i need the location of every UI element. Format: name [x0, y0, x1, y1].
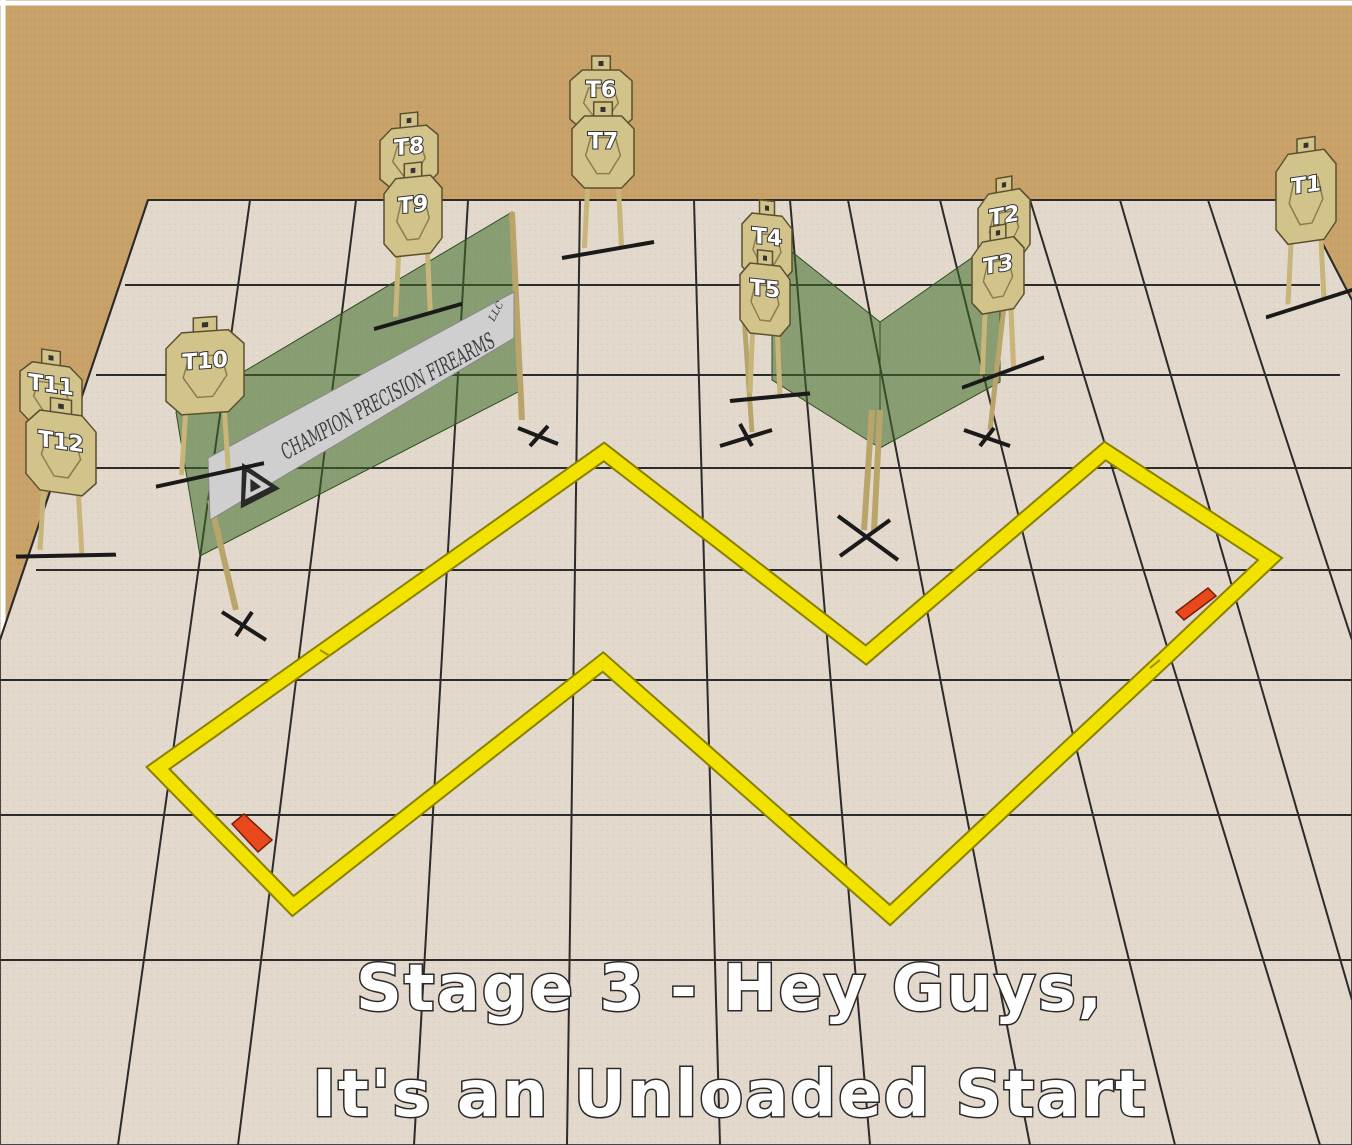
target-label-t6: T6 [586, 78, 616, 103]
target-label-t9: T9 [398, 192, 428, 220]
target-label-t3: T3 [983, 249, 1013, 280]
target-label-t4: T4 [752, 224, 782, 252]
target-label-t5: T5 [750, 276, 780, 304]
target-label-t8: T8 [394, 133, 424, 161]
title-line-1: Stage 3 - Hey Guys, [356, 952, 1104, 1026]
target-label-t10: T10 [182, 348, 228, 376]
target-label-t1: T1 [1291, 170, 1321, 200]
title-line-2: It's an Unloaded Start [312, 1058, 1147, 1132]
target-label-t7: T7 [588, 129, 618, 154]
